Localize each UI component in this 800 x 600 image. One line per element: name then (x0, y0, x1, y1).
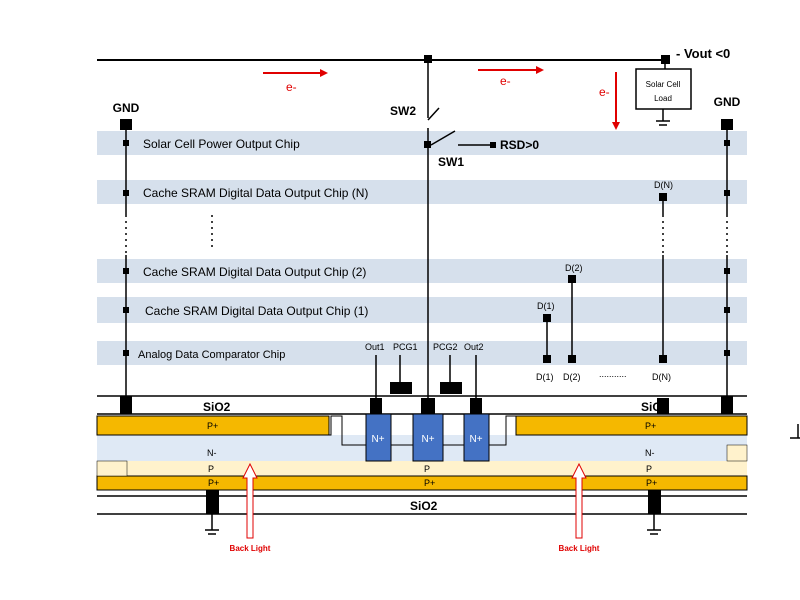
p-plus-bottom-center-label: P+ (424, 478, 435, 488)
sw1-label: SW1 (438, 155, 464, 169)
sio2-bottom-label: SiO2 (410, 499, 438, 513)
n-plus-3-label: N+ (469, 434, 482, 445)
d-n-bottom-node (659, 355, 667, 363)
sw1-blade (430, 130, 456, 146)
substrate-contact-right (657, 398, 669, 414)
p-plus-right-layer (515, 415, 748, 436)
d-1-top-node (543, 314, 551, 322)
out1-contact (370, 398, 382, 414)
pcg2-gate (440, 382, 462, 394)
substrate-contact-center (421, 398, 435, 414)
d-2-bottom-node (568, 355, 576, 363)
n-minus-right-label: N- (645, 448, 655, 458)
sw2-label: SW2 (390, 104, 416, 118)
gnd-right-node-5 (724, 350, 730, 356)
rsd-label: RSD>0 (500, 138, 539, 152)
p-plus-bottom-layer (96, 475, 748, 491)
gnd-right-contact (721, 396, 733, 414)
chip-label-sram-n: Cache SRAM Digital Data Output Chip (N) (143, 186, 368, 200)
bottom-ground-left-contact (206, 490, 219, 514)
p-plus-right-label: P+ (645, 421, 656, 431)
electron-arrow-1-head (320, 69, 328, 77)
d-ellipsis-label: ........... (599, 369, 627, 379)
out2-contact (470, 398, 482, 414)
d-1-top-label: D(1) (537, 301, 555, 311)
pale-strip-left (96, 460, 128, 477)
gnd-right-node-2 (724, 190, 730, 196)
p-left-label: P (208, 464, 214, 474)
back-light-arrow-left (242, 462, 258, 539)
p-layer (97, 461, 747, 476)
electron-label-1: e- (286, 80, 297, 94)
back-light-arrow-right (571, 462, 587, 539)
gnd-right-node (721, 119, 733, 130)
electron-label-2: e- (500, 74, 511, 88)
d-1-bottom-node (543, 355, 551, 363)
out1-label: Out1 (365, 342, 385, 352)
pcg2-label: PCG2 (433, 342, 458, 352)
band-sram-chip-1 (97, 297, 747, 323)
gnd-right-node-4 (724, 307, 730, 313)
p-plus-bottom-left-label: P+ (208, 478, 219, 488)
solar-load-label-1: Solar Cell (646, 80, 681, 89)
p-right-label: P (646, 464, 652, 474)
n-plus-1-label: N+ (371, 434, 384, 445)
d-2-bottom-label: D(2) (563, 372, 581, 382)
gnd-left-node-4 (123, 307, 129, 313)
vout-label: - Vout <0 (676, 46, 730, 61)
rail-node-center (424, 55, 432, 63)
pale-strip-right (726, 444, 748, 462)
n-plus-well-1 (365, 413, 392, 462)
d-n-top-node (659, 193, 667, 201)
d-1-bottom-label: D(1) (536, 372, 554, 382)
pcg1-gate (390, 382, 412, 394)
gnd-left-label: GND (113, 101, 140, 115)
chip-label-solar-power: Solar Cell Power Output Chip (143, 137, 300, 151)
chip-label-sram-2: Cache SRAM Digital Data Output Chip (2) (143, 265, 366, 279)
gnd-left-contact (120, 396, 132, 414)
band-sram-chip-n (97, 180, 747, 204)
electron-arrow-2-head (536, 66, 544, 74)
gnd-right-node-1 (724, 140, 730, 146)
p-center-label: P (424, 464, 430, 474)
sw-node (424, 141, 431, 148)
n-plus-2-label: N+ (421, 434, 434, 445)
d-2-top-label: D(2) (565, 263, 583, 273)
back-light-right-label: Back Light (559, 544, 600, 553)
p-plus-bottom-right-label: P+ (646, 478, 657, 488)
pcg1-label: PCG1 (393, 342, 418, 352)
d-2-top-node (568, 275, 576, 283)
gnd-right-node-3 (724, 268, 730, 274)
band-sram-chip-2 (97, 259, 747, 283)
n-minus-left-label: N- (207, 448, 217, 458)
gnd-left-node-2 (123, 190, 129, 196)
electron-arrow-3-head (612, 122, 620, 130)
gnd-right-label: GND (714, 95, 741, 109)
band-solar-power-chip (97, 131, 747, 155)
solar-load-label-2: Load (654, 94, 672, 103)
gnd-left-node-1 (123, 140, 129, 146)
back-light-left-label: Back Light (230, 544, 271, 553)
chip-label-sram-1: Cache SRAM Digital Data Output Chip (1) (145, 304, 368, 318)
vout-node (661, 55, 670, 64)
rsd-node (490, 142, 496, 148)
d-n-bottom-label: D(N) (652, 372, 671, 382)
sw2-blade (427, 107, 440, 121)
chip-label-analog: Analog Data Comparator Chip (138, 349, 285, 361)
solar-cell-load-box (635, 68, 692, 110)
n-plus-well-3 (463, 413, 490, 462)
gnd-left-node-3 (123, 268, 129, 274)
out2-label: Out2 (464, 342, 484, 352)
d-n-top-label: D(N) (654, 180, 673, 190)
bottom-ground-right-contact (648, 490, 661, 514)
gnd-left-node (120, 119, 132, 130)
band-analog-comparator-chip (97, 341, 747, 365)
gnd-left-node-5 (123, 350, 129, 356)
sio2-top-right-label: SiO2 (641, 400, 669, 414)
electron-label-3: e- (599, 85, 610, 99)
p-plus-left-label: P+ (207, 421, 218, 431)
sio2-top-left-label: SiO2 (203, 400, 231, 414)
